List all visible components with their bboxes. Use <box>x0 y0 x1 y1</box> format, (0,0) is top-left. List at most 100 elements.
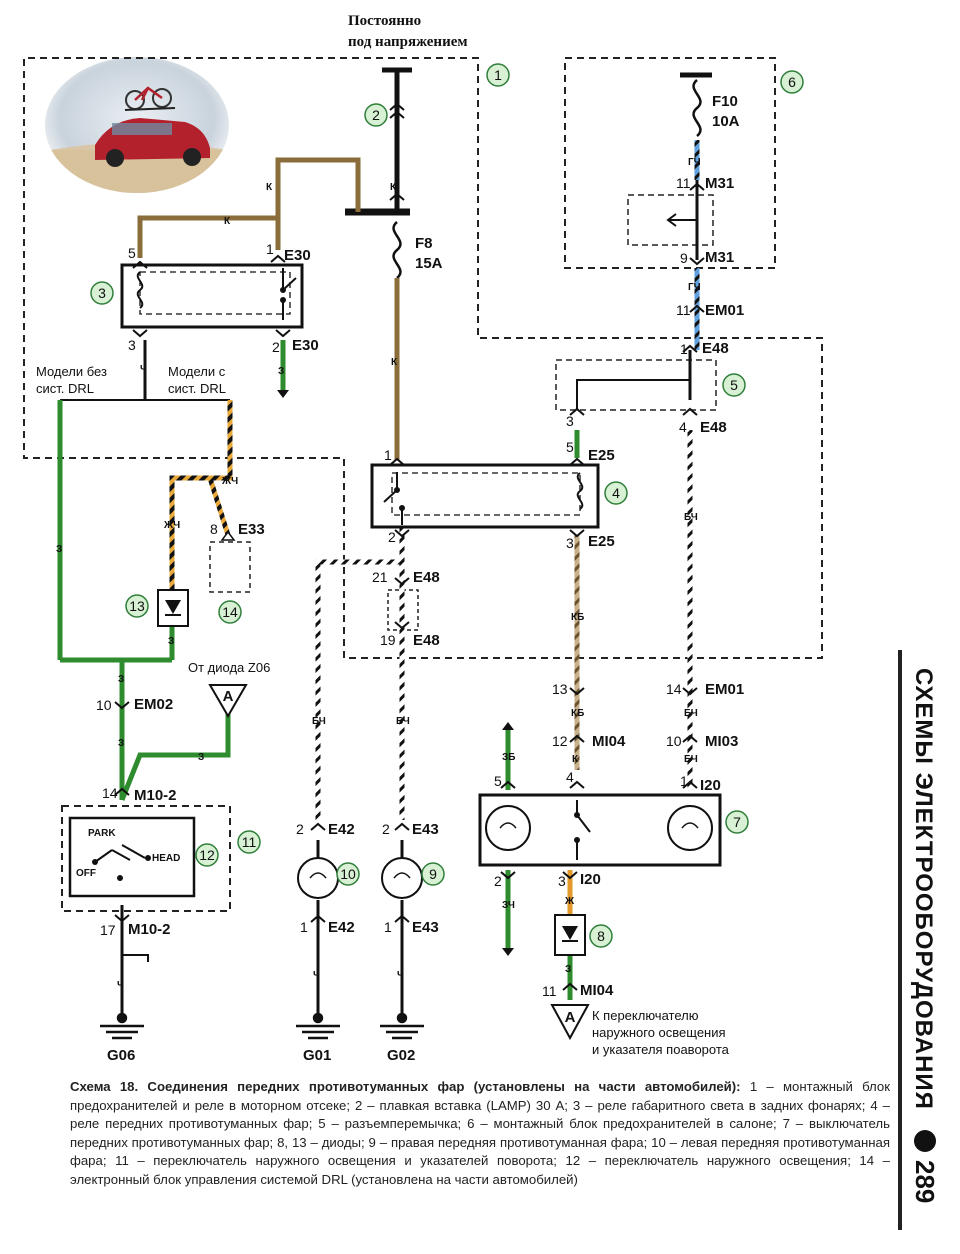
m31-arrow <box>666 213 697 227</box>
wc-ch-2: Ч <box>117 980 124 991</box>
pin-mi04-11: 11 <box>542 983 557 999</box>
terminal-a-bottom-triangle <box>550 1004 590 1041</box>
ground-symbol-g01 <box>296 1012 340 1040</box>
pin-relay4-2: 2 <box>388 529 396 545</box>
ground-label-g02: G02 <box>387 1047 415 1064</box>
block-1-label: 1 <box>494 67 502 83</box>
block-2-label: 2 <box>372 107 380 123</box>
wc-kb-2: КБ <box>571 708 584 719</box>
block-labels: 1 2 3 4 5 6 7 8 9 10 11 12 13 14 <box>90 63 804 948</box>
note-to-switch-1: К переключателю <box>592 1008 699 1023</box>
arrow-zch-down <box>502 948 514 956</box>
block-8-label: 8 <box>597 928 605 944</box>
car-photo-illustration <box>45 57 229 193</box>
wire-codes: К К К К Ч З ГЧ ГЧ ЖЧ ЖЧ З З З З З БЧ КБ … <box>56 157 701 991</box>
figure-caption: Схема 18. Соединения передних противотум… <box>70 1078 890 1189</box>
block-14-outline <box>209 541 251 593</box>
wc-zhch-2: ЖЧ <box>163 520 180 531</box>
wc-z-3: З <box>168 636 174 647</box>
note-from-diode: От диода Z06 <box>188 660 270 675</box>
wc-gch-1: ГЧ <box>688 157 701 168</box>
pin-mi04-12: 12 <box>552 733 568 749</box>
caption-body: 1 – монтажный блок предохранителей и рел… <box>70 1079 891 1187</box>
header-line-1: Постоянно <box>348 13 421 29</box>
block-14-label: 14 <box>222 604 238 620</box>
pin-em01-11: 11 <box>676 302 691 318</box>
switch-label-park: PARK <box>88 828 116 839</box>
pin-e25-3: 3 <box>566 535 574 551</box>
pin-e30-2: 2 <box>272 339 280 355</box>
conn-em01-bottom: EM01 <box>705 681 744 698</box>
ground-symbol-g06 <box>100 1012 144 1040</box>
conn-i20-top: I20 <box>700 777 721 794</box>
block-10-label: 10 <box>340 866 356 882</box>
diode-8 <box>554 914 586 956</box>
wire-brown-top <box>275 157 361 250</box>
note-to-switch-2: наружного освещения <box>592 1025 726 1040</box>
conn-e25-bottom: E25 <box>588 533 615 550</box>
conn-e30-top: E30 <box>284 247 311 264</box>
block-5-label: 5 <box>730 377 738 393</box>
wire-terminal-a <box>119 712 231 801</box>
pin-e48-21: 21 <box>372 569 388 585</box>
ground-symbol-g02 <box>380 1012 424 1040</box>
conn-e30-bottom: E30 <box>292 337 319 354</box>
wc-ch-3: Ч <box>313 970 320 981</box>
block-9-label: 9 <box>429 866 437 882</box>
pin-i20-5: 5 <box>494 773 502 789</box>
fog-lamp-right <box>381 857 423 899</box>
wc-ch-4: Ч <box>397 970 404 981</box>
conn-em01-top: EM01 <box>705 302 744 319</box>
pin-i20-2: 2 <box>494 873 502 889</box>
caption-title: Схема 18. Соединения передних противотум… <box>70 1079 741 1094</box>
note-models-with-1: Модели с <box>168 364 226 379</box>
wc-k-1: К <box>390 182 397 193</box>
block-4-label: 4 <box>612 485 620 501</box>
pin-e48-4: 4 <box>679 419 687 435</box>
pin-e25-5: 5 <box>566 439 574 455</box>
block-5-outline <box>555 359 717 411</box>
wc-bch-5: БЧ <box>396 716 410 727</box>
wc-k-2: К <box>266 182 273 193</box>
wire-m10-branch <box>122 954 149 962</box>
wire-drl-yb-2 <box>169 475 210 590</box>
pin-em02-10: 10 <box>96 697 112 713</box>
conn-m10-2-top: M10-2 <box>134 787 177 804</box>
fuse-f8-symbol <box>392 221 402 279</box>
switch-label-head: HEAD <box>152 853 180 864</box>
block-13-label: 13 <box>129 598 145 614</box>
wc-z-7: З <box>565 964 571 975</box>
wc-z-5: З <box>118 738 124 749</box>
header-line-2: под напряжением <box>348 34 468 50</box>
wc-gch-2: ГЧ <box>688 282 701 293</box>
relay-4 <box>370 463 600 529</box>
wc-zb: ЗБ <box>502 752 515 763</box>
fuse-f8-name: F8 <box>415 235 433 252</box>
switch-7-box <box>478 793 722 867</box>
block-3-label: 3 <box>98 285 106 301</box>
fuse-f10-rating: 10A <box>712 113 740 130</box>
pin-e42-2: 2 <box>296 821 304 837</box>
wc-z-6: З <box>198 752 204 763</box>
pin-e43-1: 1 <box>384 919 392 935</box>
wc-z-1: З <box>278 366 284 377</box>
conn-mi04-top: MI04 <box>592 733 626 750</box>
note-to-switch-3: и указателя поаворота <box>592 1042 730 1057</box>
conn-e43-bottom: E43 <box>412 919 439 936</box>
conn-e42-top: E42 <box>328 821 355 838</box>
wc-bch-1: БЧ <box>684 512 698 523</box>
block-12-label: 12 <box>199 847 215 863</box>
pin-m31-11: 11 <box>676 175 691 191</box>
wc-zhch-1: ЖЧ <box>221 476 238 487</box>
pin-i20-4: 4 <box>566 769 574 785</box>
pin-relay4-1: 1 <box>384 447 392 463</box>
wire-brown-left <box>137 215 278 258</box>
pin-em01-13: 13 <box>552 681 568 697</box>
e33-mark <box>220 530 236 541</box>
ground-label-g06: G06 <box>107 1047 135 1064</box>
ground-label-g01: G01 <box>303 1047 331 1064</box>
switch-label-off: OFF <box>76 868 96 879</box>
wc-bch-4: БЧ <box>312 716 326 727</box>
wc-z-2: З <box>56 544 62 555</box>
